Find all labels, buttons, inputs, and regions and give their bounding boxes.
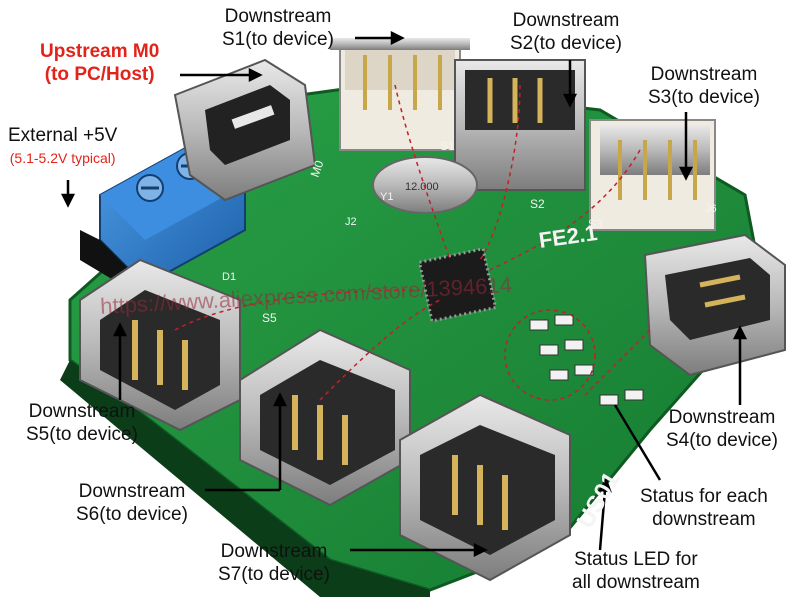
downstream-s2-connector: [454, 59, 586, 191]
j2-label: J2: [345, 216, 357, 228]
label-s1-line1: Downstream: [224, 6, 332, 27]
label-s4-line1: Downstream: [668, 407, 776, 428]
status-led-array: [529, 314, 644, 406]
s3-silk-label: S3: [588, 217, 603, 231]
label-s3: Downstream S3(to device): [648, 63, 760, 109]
label-s5: Downstream S5(to device): [26, 400, 138, 446]
downstream-s7-connector: [399, 393, 571, 582]
y1-label: Y1: [380, 191, 393, 203]
downstream-s1-connector: [330, 38, 470, 151]
dashed-annotations: [174, 84, 651, 401]
s1-silk-label: S1: [440, 139, 455, 153]
label-upstream: Upstream M0 (to PC/Host): [40, 40, 159, 86]
s2-silk-label: S2: [530, 197, 545, 211]
label-s2: Downstream S2(to device): [510, 9, 622, 55]
label-s6-line2: S6(to device): [76, 504, 188, 525]
label-status-each-line1: Status for each: [640, 486, 768, 507]
label-external-power: External +5V (5.1-5.2V typical): [8, 124, 117, 170]
label-s1-line2: S1(to device): [222, 29, 334, 50]
label-external-line1: External +5V: [8, 125, 118, 146]
upstream-usb-connector: [173, 58, 317, 202]
label-s7-line2: S7(to device): [218, 564, 330, 585]
downstream-s4-connector: [643, 233, 786, 377]
s5-silk-label: S5: [262, 311, 277, 325]
label-s7-line1: Downstream: [220, 541, 328, 562]
label-external-line2: (5.1-5.2V typical): [9, 150, 116, 166]
label-s5-line2: S5(to device): [26, 424, 138, 445]
label-s5-line1: Downstream: [28, 401, 136, 422]
label-upstream-line1: Upstream M0: [40, 41, 160, 62]
downstream-s6-connector: [239, 328, 411, 507]
annotation-arrows: [60, 30, 748, 558]
label-s3-line1: Downstream: [650, 64, 758, 85]
crystal-marking: 12.000: [405, 181, 439, 193]
label-status-each: Status for each downstream: [640, 485, 768, 531]
label-status-all: Status LED for all downstream: [572, 548, 700, 594]
crystal-oscillator: 12.000: [372, 156, 478, 214]
label-s2-line1: Downstream: [512, 10, 620, 31]
label-s2-line2: S2(to device): [510, 33, 622, 54]
hub-controller-chip: [417, 247, 498, 323]
label-upstream-line2: (to PC/Host): [44, 64, 155, 85]
label-status-each-line2: downstream: [652, 509, 756, 530]
label-s3-line2: S3(to device): [648, 87, 760, 108]
label-status-all-line1: Status LED for: [574, 549, 698, 570]
label-s6: Downstream S6(to device): [76, 480, 188, 526]
d1-label: D1: [222, 271, 236, 283]
label-s1: Downstream S1(to device): [222, 5, 334, 51]
m0-label: M0: [308, 158, 327, 179]
j6-label: J6: [705, 203, 717, 215]
label-s7: Downstream S7(to device): [218, 540, 330, 586]
label-s4: Downstream S4(to device): [666, 406, 778, 452]
label-status-all-line2: all downstream: [572, 572, 700, 593]
downstream-s3-connector: [589, 119, 716, 231]
label-s6-line1: Downstream: [78, 481, 186, 502]
label-s4-line2: S4(to device): [666, 430, 778, 451]
